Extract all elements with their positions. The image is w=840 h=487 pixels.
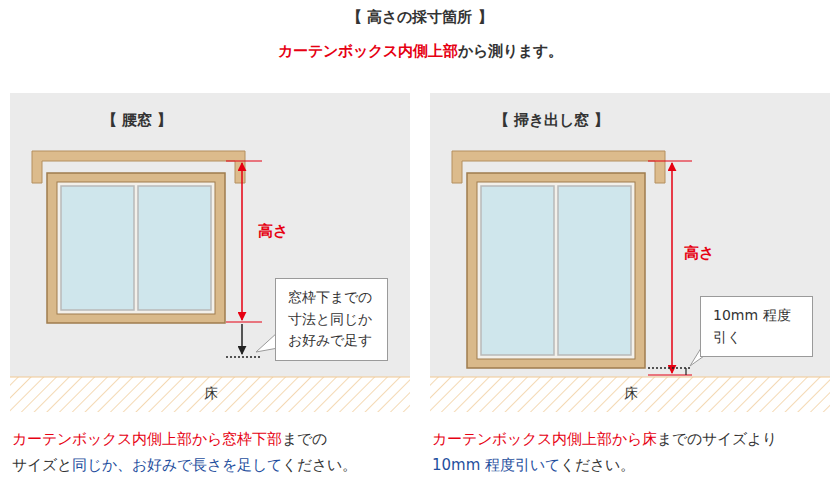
text-line: サイズと同じか、お好みで長さを足してください。 (12, 456, 357, 475)
text-line: 10mm 程度引いてください。 (432, 456, 635, 475)
note-text: ください。 (560, 456, 635, 475)
floor-label: 床 (202, 385, 220, 403)
panel-heading: 【 腰窓 】 (102, 111, 172, 130)
dimension-label: 高さ (256, 222, 290, 241)
text-line: カーテンボックス内側上部から測ります。 (0, 42, 840, 61)
floor-label: 床 (622, 385, 640, 403)
note-highlight: カーテンボックス内側上部から床 (432, 430, 657, 449)
left-panel (10, 93, 410, 412)
note-text: までのサイズより (657, 430, 777, 449)
window-panel: 【 腰窓 】窓枠下までの 寸法と同じか お好みで足す (10, 93, 410, 377)
text-line: カーテンボックス内側上部から窓枠下部までの (12, 430, 327, 449)
note-emphasis: 10mm 程度引いて (432, 456, 560, 475)
right-panel (430, 93, 830, 412)
note-text: までの (282, 430, 327, 449)
page-title: 【 高さの採寸箇所 】 (0, 8, 840, 27)
note-emphasis: 同じか、お好みで長さを足して (72, 456, 282, 475)
callout-text: 窓枠下までの 寸法と同じか お好みで足す (288, 287, 375, 352)
subtitle: から測ります。 (458, 42, 563, 61)
panel-heading: 【 掃き出し窓 】 (494, 111, 609, 130)
dimension-label: 高さ (682, 244, 716, 263)
text-line: カーテンボックス内側上部から床までのサイズより (432, 430, 777, 449)
note-text: サイズと (12, 456, 72, 475)
callout-box: 10mm 程度 引く (700, 296, 813, 357)
note-text: ください。 (282, 456, 357, 475)
note-highlight: カーテンボックス内側上部から窓枠下部 (12, 430, 282, 449)
window-panel: 【 掃き出し窓 】 10mm 程度 引く (430, 93, 830, 377)
callout-text: 10mm 程度 引く (713, 305, 800, 348)
callout-box: 窓枠下までの 寸法と同じか お好みで足す (275, 278, 388, 361)
subtitle-highlight: カーテンボックス内側上部 (278, 42, 458, 61)
